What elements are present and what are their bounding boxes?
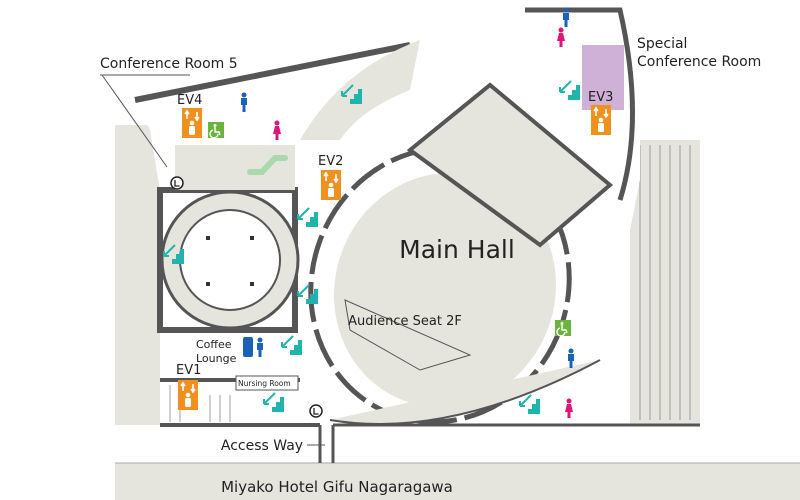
stage: [406, 82, 614, 248]
special-conference-room: [582, 45, 624, 110]
main-hall: [334, 172, 556, 408]
main-hall-label: Main Hall: [399, 235, 515, 264]
conference-room-5-label: Conference Room 5: [100, 56, 238, 72]
rotunda-inner: [179, 209, 281, 311]
special-room-label-1: Special: [637, 36, 687, 52]
elevator-icon: [590, 104, 612, 136]
nursing-room-label: Nursing Room: [238, 379, 291, 388]
elevator-icon: [177, 379, 199, 411]
audience-seat-label: Audience Seat 2F: [348, 314, 462, 329]
left-area: [115, 125, 160, 425]
access-way-label: Access Way: [221, 438, 303, 454]
coffee-label-2: Lounge: [196, 352, 237, 365]
special-room-label-2: Conference Room: [637, 54, 761, 70]
vending-machine-icon: [243, 337, 253, 357]
right-stair-lines: [639, 145, 691, 420]
ev1-label: EV1: [176, 363, 201, 378]
female-toilet-icon: [565, 398, 573, 418]
conference-room-5: [175, 145, 295, 190]
locker-icon: [309, 404, 323, 418]
coffee-label-1: Coffee: [196, 338, 232, 351]
locker-icon: [170, 176, 184, 190]
accessible-toilet-icon: [207, 121, 225, 139]
hotel-label: Miyako Hotel Gifu Nagaragawa: [221, 478, 453, 496]
escalator-icon: [247, 155, 288, 175]
elevator-icon: [320, 169, 342, 201]
hotel-area: [115, 463, 800, 500]
elevator-icon: [181, 107, 203, 139]
ev2-label: EV2: [318, 154, 343, 169]
right-stair-area: [630, 140, 700, 425]
ev3-label: EV3: [588, 90, 613, 105]
accessible-toilet-icon: [554, 319, 572, 337]
ev4-label: EV4: [177, 93, 202, 108]
